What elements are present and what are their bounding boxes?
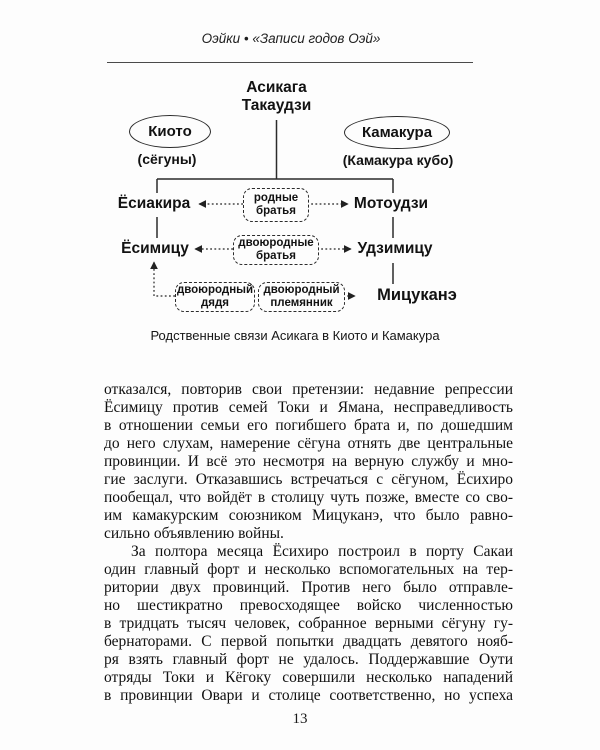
body-line: провинции. И всё это несмотря на верную … [104,453,513,470]
running-header: Оэйки • «Записи годов Оэй» [201,31,381,46]
person-yoshimitsu: Ёсимицу [121,240,189,257]
body-line: ритории двух провинций. Против него было… [104,579,513,596]
person-mitsukane: Мицуканэ [377,286,457,304]
kyoto-oval-label: Киото [148,123,192,140]
body-line: сильно объявлению войны. [104,525,284,542]
body-line: им камакурским союзником Мицуканэ, что б… [104,507,513,524]
kamakura-oval-label: Камакура [361,124,433,141]
body-line: гие заслуги. Отказавшись встречаться с с… [104,471,513,488]
relation-box-nephew: двоюродный племянник [258,282,345,312]
body-line: в провинции Овари и столице соответствен… [104,687,513,704]
relation-siblings-line2: братья [256,205,296,217]
relation-cousins-line1: двоюродные [238,237,314,249]
kamakura-subtitle: (Камакура кубо) [342,152,454,168]
header-rule [107,62,473,64]
kyoto-subtitle: (сёгуны) [137,151,197,167]
family-tree-diagram: Асикага Такаудзи Киото Камакура (сёгуны)… [90,75,500,357]
person-ujimitsu: Удзимицу [357,240,433,257]
relation-nephew-line2: племянник [270,297,333,309]
body-line: За полтора месяца Ёсихиро построил в пор… [131,543,513,560]
body-line: ря взять главный форт не удалось. Поддер… [104,651,513,668]
relation-siblings-line1: родные [253,192,299,204]
body-line: в отношении семьи его погибшего брата и,… [104,417,513,434]
relation-uncle-line1: двоюродный [176,284,254,296]
body-line: отряды Токи и Кёгоку совершили несколько… [104,669,513,686]
page-number: 13 [292,711,308,727]
kyoto-oval: Киото [129,115,211,148]
relation-uncle-line2: дядя [200,297,230,309]
relation-nephew-line1: двоюродный [263,284,340,296]
relation-cousins-line2: братья [256,250,296,262]
diagram-caption: Родственные связи Асикага в Киото и Кама… [150,328,440,343]
body-line: один главный форт и несколько вспомогате… [104,561,513,578]
diagram-root-name: Асикага Такаудзи [221,79,332,114]
root-name-line2: Такаудзи [241,96,312,114]
body-line: пообещал, что войдёт в столицу чуть позж… [104,489,513,506]
body-line: бернаторами. С первой попытки двадцать д… [104,633,513,650]
person-motouji: Мотоудзи [353,195,429,212]
relation-box-uncle: двоюродный дядя [175,282,255,312]
body-line: в тридцать тысяч человек, собранное верн… [104,615,513,632]
diagram-connectors [150,120,394,300]
body-line: до него слухам, намерение сёгуна отнять … [104,435,513,452]
body-line: отказался, повторив свои претензии: неда… [104,381,513,398]
body-line: но шестикратно превосходящее войско числ… [104,597,513,614]
relation-box-cousins: двоюродные братья [233,235,319,265]
kamakura-oval: Камакура [344,116,450,149]
body-text: отказался, повторив свои претензии: неда… [104,381,513,705]
body-line: Ёсимицу против семей Токи и Ямана, неспр… [104,399,513,416]
root-name-line1: Асикага [246,79,307,96]
relation-box-siblings: родные братья [243,188,309,222]
person-yoshiakira: Ёсиакира [117,195,191,212]
